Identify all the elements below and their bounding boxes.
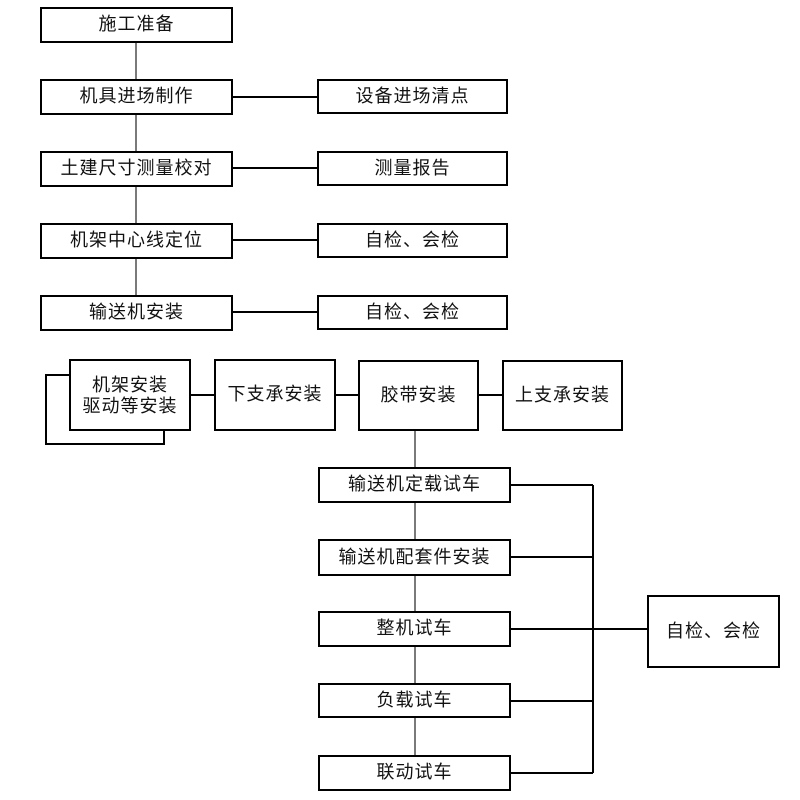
connector-horizontal-line [233,311,317,313]
connector-horizontal-line [336,394,358,396]
flow-node-self-joint-check-2: 自检、会检 [317,295,508,330]
flow-node-belt-install: 胶带安装 [358,360,479,431]
connector-horizontal-line [233,167,317,169]
flow-node-label: 负载试车 [376,689,453,710]
flow-node-rated-load-test: 输送机定载试车 [318,467,511,503]
flow-node-whole-machine-test: 整机试车 [318,611,511,647]
connector-horizontal-line [511,772,593,774]
flow-node-frame-drive-install: 机架安装驱动等安装 [69,359,191,431]
flow-node-construction-prep: 施工准备 [40,7,233,43]
flow-node-equipment-inventory: 设备进场清点 [317,79,508,114]
connector-vertical-line [414,647,416,683]
connector-horizontal-line [233,239,317,241]
flow-node-survey-report: 测量报告 [317,151,508,186]
flow-node-label: 下支承安装 [227,384,323,405]
flow-node-label: 自检、会检 [666,620,761,641]
flow-node-label: 上支承安装 [515,384,610,405]
flow-node-label: 机架安装 [92,375,168,395]
flow-node-label: 整机试车 [376,618,453,639]
flow-node-self-joint-check-3: 自检、会检 [647,595,780,668]
connector-vertical-line [135,115,137,151]
connector-horizontal-line [191,394,214,396]
flow-node-conveyor-install: 输送机安装 [40,295,233,331]
connector-vertical-line [414,431,416,467]
flow-node-label: 测量报告 [374,157,451,178]
flow-node-label: 自检、会检 [365,301,460,322]
flow-node-label: 输送机安装 [89,302,184,323]
flow-node-frame-centerline: 机架中心线定位 [40,223,233,259]
connector-horizontal-line [511,556,593,558]
connector-vertical-line [414,718,416,755]
flow-node-accessories-install: 输送机配套件安装 [318,539,511,576]
flow-node-label: 胶带安装 [380,384,457,405]
connector-vertical-line [135,187,137,223]
connector-horizontal-line [511,484,593,486]
flow-node-label: 联动试车 [376,762,453,783]
connector-horizontal-line [233,96,317,98]
connector-vertical-line [135,259,137,295]
flow-node-label: 机具进场制作 [79,86,194,107]
flow-node-label: 自检、会检 [365,229,460,250]
flow-node-lower-support: 下支承安装 [214,359,336,431]
flow-node-label: 输送机配套件安装 [338,546,491,567]
flow-node-linkage-test: 联动试车 [318,755,511,791]
flow-node-load-test: 负载试车 [318,683,511,718]
flow-node-label: 输送机定载试车 [348,474,481,495]
flow-node-civil-dim-check: 土建尺寸测量校对 [40,151,233,187]
connector-vertical-line [135,43,137,79]
flow-node-self-joint-check-1: 自检、会检 [317,223,508,258]
flow-node-label: 驱动等安装 [82,396,178,417]
flow-node-label: 土建尺寸测量校对 [60,158,213,179]
flow-node-label: 机架中心线定位 [70,230,203,251]
connector-vertical-line [414,576,416,611]
flow-node-label: 施工准备 [98,14,175,35]
connector-horizontal-line [511,628,647,630]
connector-horizontal-line [479,394,502,396]
connector-horizontal-line [511,700,593,702]
flow-node-upper-support: 上支承安装 [502,360,623,431]
connector-vertical-line [592,485,594,773]
flow-node-equipment-entry-fab: 机具进场制作 [40,79,233,115]
flow-node-label: 设备进场清点 [355,85,470,106]
connector-vertical-line [414,503,416,539]
